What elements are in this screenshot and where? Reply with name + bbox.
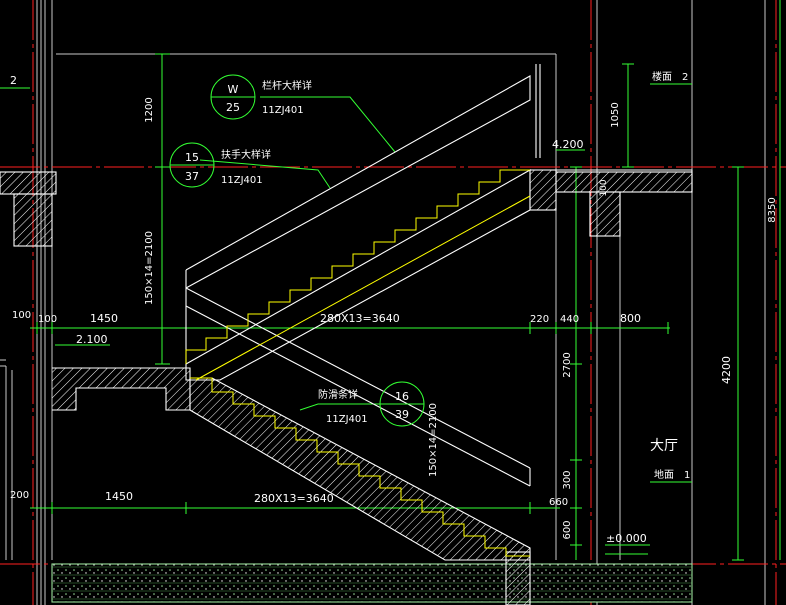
level-floor2-right-label: 楼面 xyxy=(652,70,672,83)
dim-left-200: 200 xyxy=(10,490,29,501)
dim-right-1050: 1050 xyxy=(610,102,621,127)
level-floor2-left: 2 xyxy=(10,74,17,87)
callout-2-ref: 11ZJ401 xyxy=(221,175,263,186)
dim-right-300: 300 xyxy=(562,470,573,489)
level-ground-num: 1 xyxy=(684,470,690,481)
callout-2-bottom: 37 xyxy=(185,170,199,183)
dim-mid-800: 800 xyxy=(620,312,641,325)
callout-3-bottom: 39 xyxy=(395,408,409,421)
dim-lower-landing: 1450 xyxy=(105,490,133,503)
callout-balustrade: W 25 栏杆大样详 11ZJ401 xyxy=(210,74,312,120)
dim-lower-flight-height: 150×14=2100 xyxy=(428,403,439,477)
dim-upper-flight-height: 150×14=2100 xyxy=(144,231,155,305)
dim-lower-run: 280X13=3640 xyxy=(254,492,334,505)
callout-3-title: 防滑条详 xyxy=(318,388,358,401)
callout-3-top: 16 xyxy=(395,390,409,403)
callout-2-title: 扶手大样详 xyxy=(221,148,271,161)
dim-upper-height: 1200 xyxy=(144,97,155,122)
step-profiles xyxy=(185,169,531,557)
level-ground-label: 地面 xyxy=(654,468,674,481)
level-labels: 2 楼面 2 4.200 2.100 地面 1 ±0.000 大厅 xyxy=(10,70,690,545)
dimension-text: 1200 150×14=2100 150×14=2100 280X13=3640… xyxy=(10,97,778,539)
callout-2-top: 15 xyxy=(185,151,199,164)
dim-left-100b: 100 xyxy=(38,314,57,325)
dim-mid-440: 440 xyxy=(560,314,579,325)
room-hall-label: 大厅 xyxy=(650,438,678,454)
callout-1-top: W xyxy=(228,83,239,96)
callout-1-bottom: 25 xyxy=(226,101,240,114)
dim-right-660: 660 xyxy=(549,497,568,508)
dim-right-4200: 4200 xyxy=(720,356,733,384)
callout-1-title: 栏杆大样详 xyxy=(262,79,312,92)
dimension-lines xyxy=(0,0,781,561)
dim-mid-220: 220 xyxy=(530,314,549,325)
dim-upper-run: 280X13=3640 xyxy=(320,312,400,325)
dim-upper-landing: 1450 xyxy=(90,312,118,325)
level-floor2-right-num: 2 xyxy=(682,72,688,83)
level-mid-elevation: 2.100 xyxy=(76,333,108,346)
building-frame xyxy=(0,0,766,605)
dim-right-8350: 8350 xyxy=(767,197,778,222)
level-top-elevation: 4.200 xyxy=(552,138,584,151)
callout-handrail: 15 37 扶手大样详 11ZJ401 xyxy=(169,142,271,188)
callout-1-ref: 11ZJ401 xyxy=(262,105,304,116)
dim-right-2700: 2700 xyxy=(562,352,573,377)
dim-right-600: 600 xyxy=(562,520,573,539)
level-ground-elevation: ±0.000 xyxy=(606,532,647,545)
callout-3-ref: 11ZJ401 xyxy=(326,414,368,425)
dim-right-100: 100 xyxy=(599,179,609,196)
dim-left-100a: 100 xyxy=(12,310,31,321)
callout-antislip: 16 39 防滑条详 11ZJ401 xyxy=(318,381,425,427)
